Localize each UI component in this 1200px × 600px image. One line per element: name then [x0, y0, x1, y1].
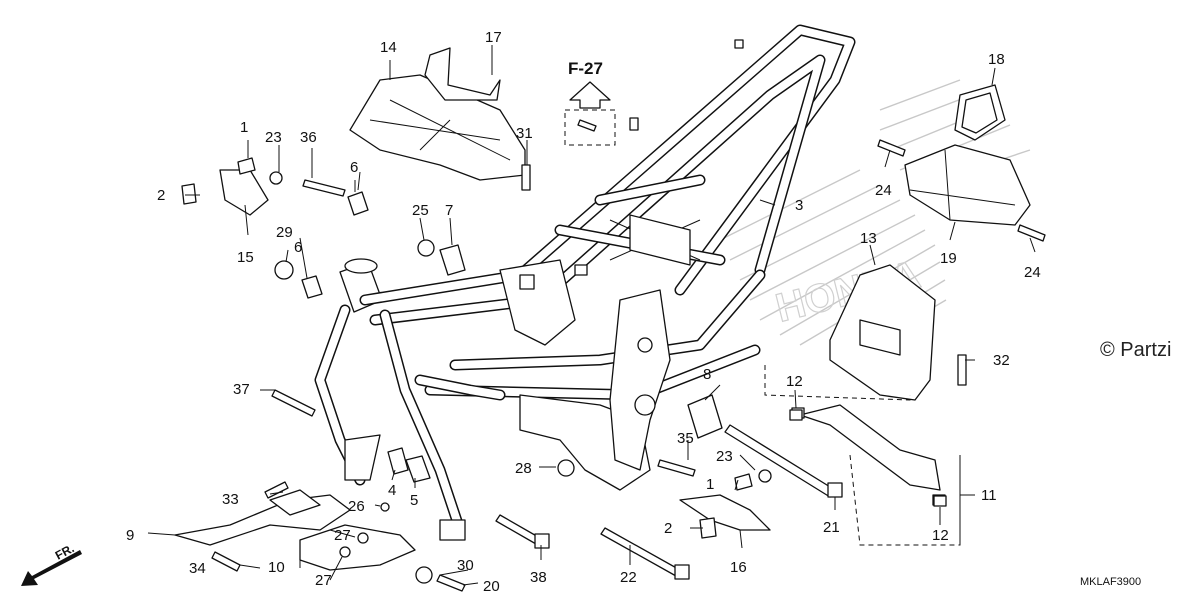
callout-36: 36 — [300, 129, 317, 146]
copyright-label: © Partzi — [1100, 339, 1171, 361]
part-12-clip-upper — [789, 409, 803, 421]
part-24-bolt-upper — [877, 139, 906, 157]
callout-3: 3 — [795, 197, 803, 214]
callout-1-right: 1 — [706, 476, 714, 493]
part-4-collar — [387, 447, 409, 475]
callout-23-top: 23 — [265, 129, 282, 146]
part-8-collar — [687, 394, 723, 439]
callout-28: 28 — [515, 460, 532, 477]
callout-24-lower: 24 — [1024, 264, 1041, 281]
callout-29: 29 — [276, 224, 293, 241]
part-17-stay — [424, 47, 501, 101]
diagram-code: MKLAF3900 — [1080, 576, 1141, 588]
callout-labels: 1 2 3 4 5 6 6 7 8 9 10 11 12 12 13 14 15… — [126, 29, 1041, 595]
part-31-bolt — [521, 164, 531, 191]
part-35-bolt — [657, 459, 696, 477]
callout-25: 25 — [412, 202, 429, 219]
part-23-screw-top — [269, 171, 283, 185]
part-26-nut — [380, 502, 390, 512]
callout-24-upper: 24 — [875, 182, 892, 199]
callout-31: 31 — [516, 125, 533, 142]
callout-35: 35 — [677, 430, 694, 447]
part-25-grommet — [417, 239, 435, 257]
callout-37: 37 — [233, 381, 250, 398]
callout-17: 17 — [485, 29, 502, 46]
callout-38: 38 — [530, 569, 547, 586]
part-28-nut — [557, 459, 575, 477]
callout-21: 21 — [823, 519, 840, 536]
part-6-collar-bottom — [301, 275, 323, 299]
direction-label: FR. — [53, 541, 77, 562]
part-27-nut-upper — [357, 532, 369, 544]
main-frame — [314, 24, 856, 541]
callout-5: 5 — [410, 492, 418, 509]
callout-12-lower: 12 — [932, 527, 949, 544]
part-37-bolt — [271, 389, 316, 417]
part-34-bolt — [211, 551, 241, 572]
callout-10: 10 — [268, 559, 285, 576]
callout-6-top: 6 — [350, 159, 358, 176]
callout-15: 15 — [237, 249, 254, 266]
callout-18: 18 — [988, 51, 1005, 68]
callout-33: 33 — [222, 491, 239, 508]
part-19-fuse-box — [904, 144, 1031, 226]
reference-f27: F-27 — [564, 59, 616, 146]
part-1-grommet-top — [237, 157, 256, 175]
part-27-nut-lower — [339, 546, 351, 558]
callout-7: 7 — [445, 202, 453, 219]
callout-22: 22 — [620, 569, 637, 586]
part-14-bracket — [349, 74, 526, 181]
callout-12-upper: 12 — [786, 373, 803, 390]
part-11-stay — [799, 404, 941, 491]
part-29-grommet — [274, 260, 294, 280]
part-10-bracket — [299, 524, 416, 571]
leader-lines — [147, 45, 1036, 586]
callout-19: 19 — [940, 250, 957, 267]
callout-13: 13 — [860, 230, 877, 247]
part-30-washer — [415, 566, 433, 584]
callout-20: 20 — [483, 578, 500, 595]
group-11-box — [764, 365, 961, 546]
callout-1: 1 — [240, 119, 248, 136]
part-5-collar — [405, 455, 431, 483]
part-6-collar-top — [347, 191, 369, 216]
part-23-screw-right — [758, 469, 772, 483]
callout-6-bottom: 6 — [294, 239, 302, 256]
part-36-bolt — [302, 179, 346, 197]
callout-30: 30 — [457, 557, 474, 574]
callout-16: 16 — [730, 559, 747, 576]
part-2-clip-right — [699, 517, 717, 539]
part-12-clip-lower — [933, 495, 947, 507]
callout-27-lower: 27 — [315, 572, 332, 589]
part-38-bolt — [495, 514, 541, 545]
callout-23-right: 23 — [716, 448, 733, 465]
callout-8: 8 — [703, 366, 711, 383]
callout-32: 32 — [993, 352, 1010, 369]
callout-2-right: 2 — [664, 520, 672, 537]
reference-label: F-27 — [568, 59, 603, 78]
callout-9: 9 — [126, 527, 134, 544]
part-16-bracket — [679, 494, 771, 531]
part-15-bracket — [219, 169, 269, 216]
callout-4: 4 — [388, 482, 396, 499]
callout-34: 34 — [189, 560, 206, 577]
part-2-clip-left — [181, 183, 197, 205]
part-32-bolt — [957, 354, 967, 386]
callout-27-upper: 27 — [334, 527, 351, 544]
callout-14: 14 — [380, 39, 397, 56]
part-20-bolt — [436, 574, 466, 592]
callout-2: 2 — [157, 187, 165, 204]
callout-11: 11 — [981, 487, 997, 504]
part-24-bolt-lower — [1017, 224, 1046, 242]
front-direction-arrow: FR. — [21, 541, 82, 586]
part-7-collar — [439, 244, 466, 276]
callout-26: 26 — [348, 498, 365, 515]
